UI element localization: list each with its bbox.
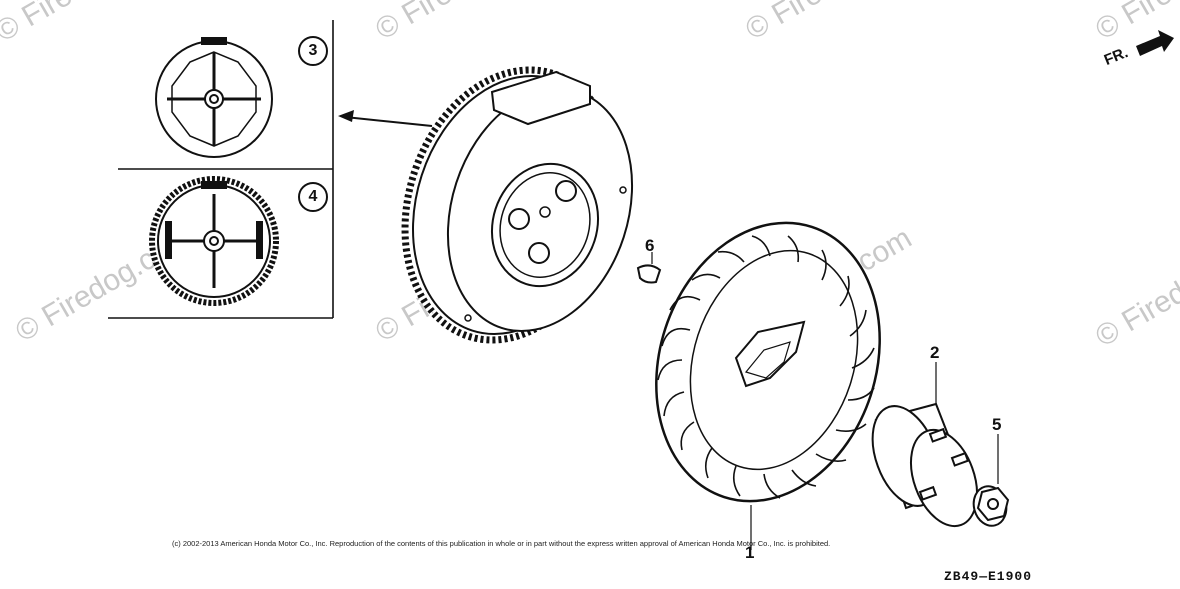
flywheel-main <box>401 66 634 344</box>
leader-arrow <box>338 110 433 127</box>
inset-frame <box>108 20 334 319</box>
callout-4: 4 <box>298 182 328 212</box>
flywheel-variant-b <box>149 176 279 306</box>
callout-2: 2 <box>930 343 940 362</box>
flywheel-variant-a <box>155 37 273 158</box>
callout-5: 5 <box>992 415 1002 434</box>
front-arrow-icon <box>1136 30 1174 56</box>
starter-pulley <box>871 362 978 528</box>
woodruff-key <box>636 252 662 284</box>
callout-1: 1 <box>745 543 755 562</box>
cooling-fan <box>655 221 881 550</box>
diagram-code: ZB49—E1900 <box>944 569 1033 584</box>
flange-nut <box>972 434 1010 527</box>
callout-6: 6 <box>645 236 655 255</box>
copyright-notice: (c) 2002-2013 American Honda Motor Co., … <box>172 539 831 548</box>
callout-3: 3 <box>298 36 328 66</box>
